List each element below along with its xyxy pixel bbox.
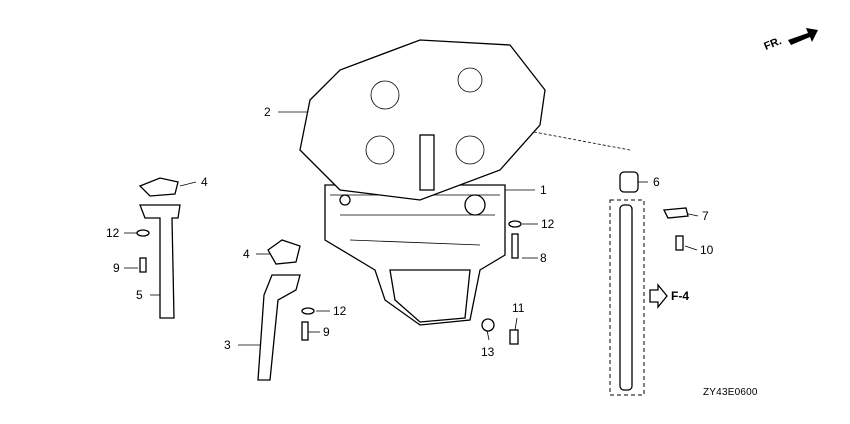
callout-4: 4: [201, 175, 208, 189]
callout-2: 2: [264, 105, 271, 119]
callout-12: 12: [333, 304, 347, 318]
callout-10: 10: [700, 243, 714, 257]
callout-8: 8: [540, 251, 547, 265]
callout-6: 6: [653, 175, 660, 189]
callout-5: 5: [136, 288, 143, 302]
callout-1: 1: [540, 183, 547, 197]
callout-12: 12: [106, 226, 120, 240]
pipe-5: [139, 204, 181, 319]
tube-group-box: [609, 199, 645, 396]
callout-4: 4: [243, 247, 250, 261]
callout-13: 13: [481, 345, 495, 359]
callout-3: 3: [224, 338, 231, 352]
tube: [619, 204, 633, 391]
callout-7: 7: [702, 209, 709, 223]
flange-4b: [267, 239, 301, 265]
front-arrow-icon: [788, 28, 818, 45]
diagram-code: ZY43E0600: [703, 387, 758, 398]
gasket-plate: [299, 39, 546, 201]
callout-11: 11: [512, 301, 525, 315]
oil-case: [324, 184, 506, 326]
reference-arrow-icon: [649, 283, 668, 309]
callout-9: 9: [323, 325, 330, 339]
fasteners: [136, 171, 689, 345]
callout-12: 12: [541, 217, 555, 231]
pipe-3: [257, 274, 301, 381]
reference-f4[interactable]: F-4: [671, 289, 689, 303]
callout-9: 9: [113, 261, 120, 275]
flange-4a: [138, 177, 179, 197]
